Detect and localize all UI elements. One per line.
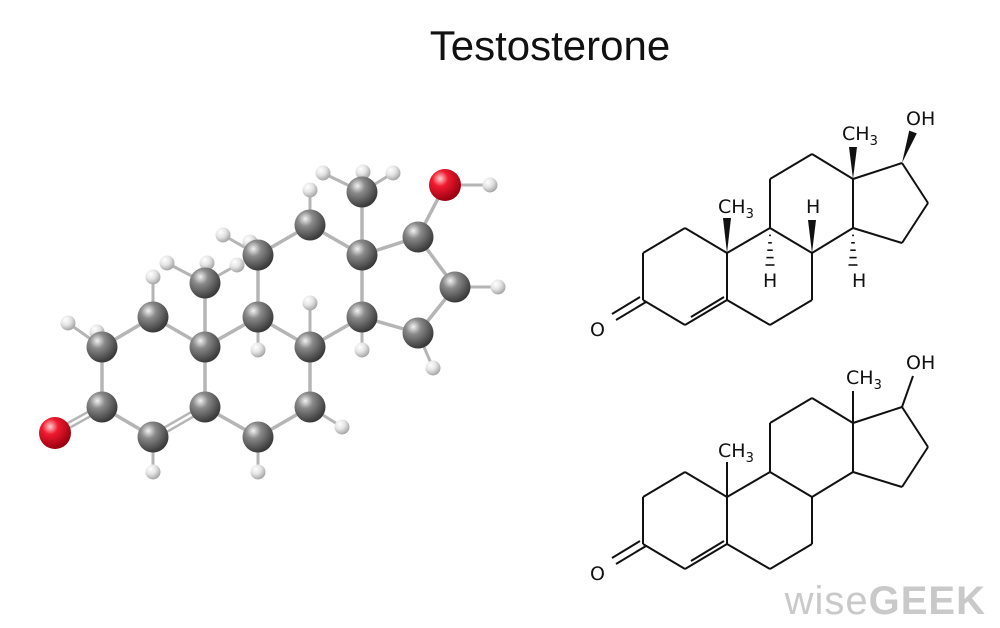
hydrogen-atom [302,295,318,311]
bond [642,543,686,570]
methyl-label-c13: CH3 [842,123,878,149]
oxygen-label: O [590,563,605,585]
carbon-atom [294,209,326,241]
hydrogen-label-c9: H [763,270,777,292]
bond [811,397,854,424]
wedge-bond [808,220,816,253]
bond [642,299,686,326]
carbon-atom [242,421,274,453]
carbon-atom [402,317,434,349]
oxygen-atom [39,417,71,449]
hydrogen-atom [315,165,331,181]
carbon-atom [137,421,169,453]
methyl-label-c10: CH3 [718,196,754,222]
atoms [39,164,506,480]
hydrogen-atom [215,227,231,243]
carbon-atom [189,331,221,363]
wedge-bond [849,147,857,179]
hydrogen-atom [229,257,245,273]
hydrogen-atom [490,279,506,295]
diagram-title: Testosterone [429,22,671,69]
bond [642,471,686,498]
bond [852,406,903,424]
bond [852,471,903,488]
bond [852,162,903,180]
hydrogen-atom [482,177,498,193]
bond [901,162,929,204]
hydrogen-label-c8: H [806,196,820,218]
oxygen-label: O [590,319,605,341]
bond [726,471,771,498]
hydrogen-atom [425,360,441,376]
carbon-atom [189,267,221,299]
bond [642,227,686,254]
double-bond-inner [690,296,725,318]
carbon-atom [346,239,378,271]
bond [684,299,728,326]
bond [811,471,854,498]
methyl-label-c13: CH3 [846,367,882,393]
hydrogen-atom [250,342,266,358]
bond [769,299,813,326]
bond [726,299,771,326]
carbon-atom [242,301,274,333]
bond [769,543,813,570]
bond [684,543,728,570]
hydrogen-atom [385,165,401,181]
bond [811,153,854,180]
carbon-atom [402,221,434,253]
hydrogen-atom [334,419,350,435]
bond [901,446,929,488]
hydrogen-atom [302,182,318,198]
hydrogen-atom [355,164,371,180]
methyl-label-c10: CH3 [718,440,754,466]
carbon-atom [137,301,169,333]
hydrogen-atom [145,464,161,480]
carbon-atom [189,391,221,423]
hydrogen-atom [354,342,370,358]
hydrogen-atom [145,269,161,285]
carbonyl-bond [611,540,641,559]
hydroxyl-label: OH [906,352,935,374]
carbon-atom [346,176,378,208]
carbon-atom [346,301,378,333]
carbon-atom [86,391,118,423]
carbonyl-bond [615,301,647,321]
wedge-bond [723,218,731,253]
bond [769,153,813,180]
carbon-atom [242,239,274,271]
bond [769,471,813,498]
carbonyl-bond [611,296,641,315]
hydrogen-atom [159,255,175,271]
bond [726,543,771,570]
bond [901,375,914,408]
double-bond-inner [690,540,725,562]
bond [852,227,903,244]
bond [901,202,929,244]
bond [684,471,728,498]
carbonyl-bond [615,545,647,565]
hydroxyl-label: OH [906,108,935,130]
bond [901,406,929,448]
bond [726,227,771,254]
bond [811,227,854,254]
wedge-bond [902,130,917,163]
oxygen-atom [429,169,461,201]
bond [684,227,728,254]
wisegeek-watermark: wiseGEEK [784,579,986,623]
bond [769,397,813,424]
carbon-atom [86,331,118,363]
bond [769,227,813,254]
carbon-atom [439,271,471,303]
carbon-atom [294,391,326,423]
hydrogen-atom [60,315,76,331]
hydrogen-label-c14: H [852,270,866,292]
hydrogen-atom [199,255,215,271]
hydrogen-atom [250,464,266,480]
carbon-atom [294,331,326,363]
